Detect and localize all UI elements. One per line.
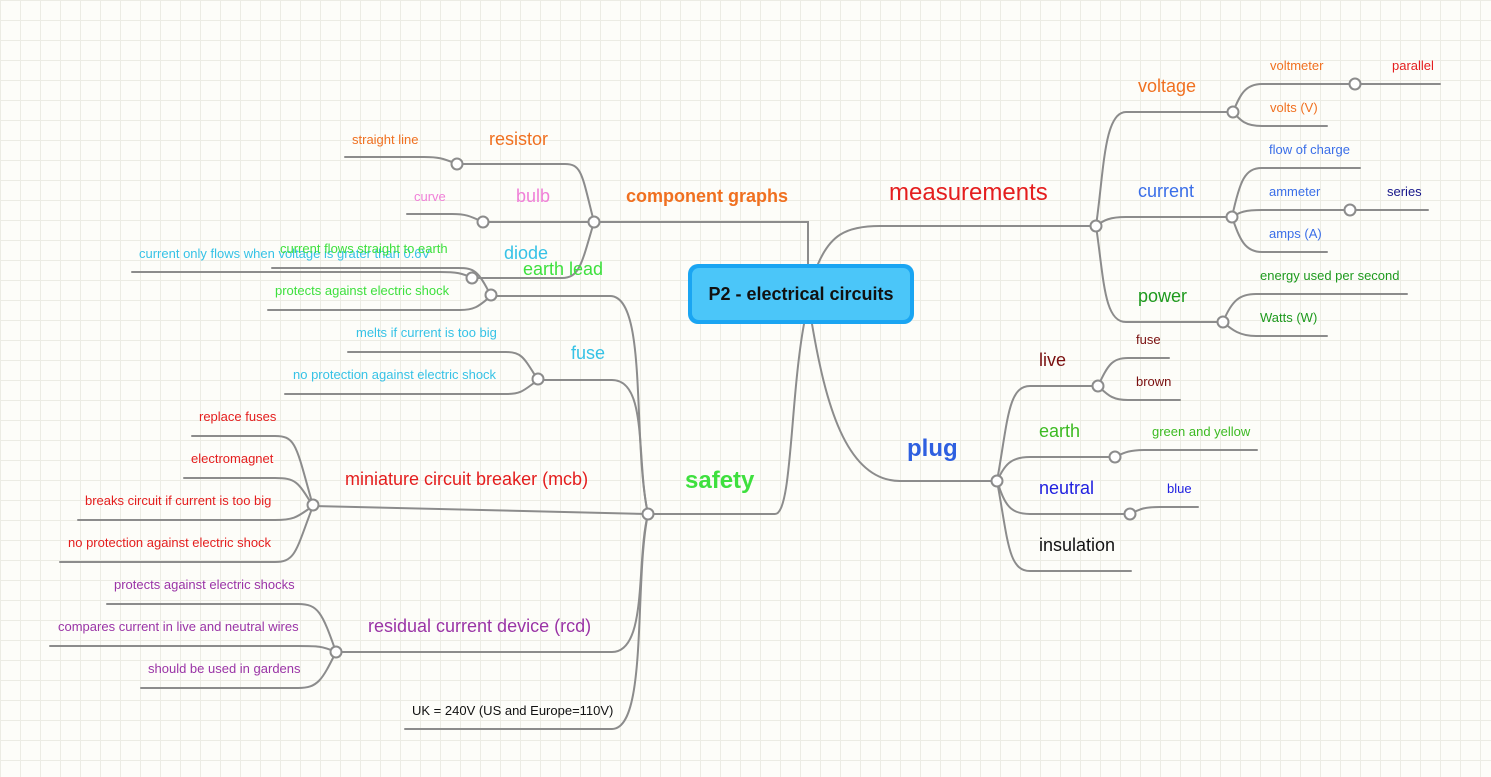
topic-current[interactable]: current — [1138, 181, 1195, 201]
node-diode[interactable] — [465, 271, 479, 285]
node-power[interactable] — [1216, 315, 1230, 329]
topic-mcb[interactable]: miniature circuit breaker (mcb) — [345, 469, 589, 489]
node-measurements[interactable] — [1089, 219, 1103, 233]
node-earth-lead[interactable] — [484, 288, 498, 302]
topic-power[interactable]: power — [1138, 286, 1188, 306]
topic-volts[interactable]: volts (V) — [1270, 100, 1318, 115]
topic-voltmeter[interactable]: voltmeter — [1270, 58, 1324, 73]
node-voltage[interactable] — [1226, 105, 1240, 119]
topic-mcb-n1[interactable]: replace fuses — [199, 409, 277, 424]
topic-voltage[interactable]: voltage — [1138, 76, 1197, 96]
node-component-graphs[interactable] — [587, 215, 601, 229]
topic-parallel[interactable]: parallel — [1392, 58, 1434, 73]
topic-earth[interactable]: earth — [1039, 421, 1081, 441]
topic-rcd-n2[interactable]: compares current in live and neutral wir… — [58, 619, 299, 634]
node-voltmeter[interactable] — [1348, 77, 1362, 91]
topic-live-fuse[interactable]: fuse — [1136, 332, 1161, 347]
topic-live-brown[interactable]: brown — [1136, 374, 1172, 389]
topic-earth-color[interactable]: green and yellow — [1152, 424, 1251, 439]
topic-straight-line[interactable]: straight line — [352, 132, 419, 147]
topic-uk-voltage[interactable]: UK = 240V (US and Europe=110V) — [412, 703, 614, 718]
node-earth[interactable] — [1108, 450, 1122, 464]
node-ammeter[interactable] — [1343, 203, 1357, 217]
topic-live[interactable]: live — [1039, 350, 1067, 370]
node-plug[interactable] — [990, 474, 1004, 488]
topic-energy-per-second[interactable]: energy used per second — [1260, 268, 1400, 283]
topic-rcd-n3[interactable]: should be used in gardens — [148, 661, 301, 676]
topic-rcd[interactable]: residual current device (rcd) — [368, 616, 592, 636]
topic-plug[interactable]: plug — [907, 435, 958, 462]
topic-resistor[interactable]: resistor — [489, 129, 549, 149]
topic-rcd-n1[interactable]: protects against electric shocks — [114, 577, 295, 592]
topic-mcb-n4[interactable]: no protection against electric shock — [68, 535, 272, 550]
topic-safety[interactable]: safety — [685, 467, 755, 494]
topic-neutral[interactable]: neutral — [1039, 478, 1095, 498]
node-live[interactable] — [1091, 379, 1105, 393]
topic-fuse-n1[interactable]: melts if current is too big — [356, 325, 497, 340]
node-bulb[interactable] — [476, 215, 490, 229]
node-safety-fuse[interactable] — [531, 372, 545, 386]
central-topic-label: P2 - electrical circuits — [692, 268, 910, 320]
topic-insulation[interactable]: insulation — [1039, 535, 1116, 555]
node-current[interactable] — [1225, 210, 1239, 224]
node-mcb[interactable] — [306, 498, 320, 512]
node-resistor[interactable] — [450, 157, 464, 171]
topic-fuse-n2[interactable]: no protection against electric shock — [293, 367, 497, 382]
topic-curve[interactable]: curve — [414, 189, 446, 204]
topic-safety-fuse[interactable]: fuse — [571, 343, 606, 363]
topic-earth-lead-n2[interactable]: protects against electric shock — [275, 283, 450, 298]
topic-neutral-color[interactable]: blue — [1167, 481, 1192, 496]
topic-amps[interactable]: amps (A) — [1269, 226, 1322, 241]
topic-flow-of-charge[interactable]: flow of charge — [1269, 142, 1350, 157]
node-safety[interactable] — [641, 507, 655, 521]
topic-series[interactable]: series — [1387, 184, 1422, 199]
topic-mcb-n3[interactable]: breaks circuit if current is too big — [85, 493, 272, 508]
topic-mcb-n2[interactable]: electromagnet — [191, 451, 274, 466]
topic-watts[interactable]: Watts (W) — [1260, 310, 1318, 325]
topic-diode[interactable]: diode — [504, 243, 549, 263]
central-topic[interactable]: P2 - electrical circuits — [688, 264, 914, 324]
node-neutral[interactable] — [1123, 507, 1137, 521]
topic-component-graphs[interactable]: component graphs — [626, 186, 789, 206]
topic-earth-lead[interactable]: earth lead — [523, 259, 604, 279]
topic-bulb[interactable]: bulb — [516, 186, 551, 206]
node-rcd[interactable] — [329, 645, 343, 659]
topic-measurements[interactable]: measurements — [889, 179, 1048, 206]
topic-diode-note[interactable]: current only flows when voltage is grate… — [139, 246, 431, 261]
topic-ammeter[interactable]: ammeter — [1269, 184, 1321, 199]
topic-earth-lead-n1[interactable]: current flows straight to earth — [280, 241, 448, 256]
